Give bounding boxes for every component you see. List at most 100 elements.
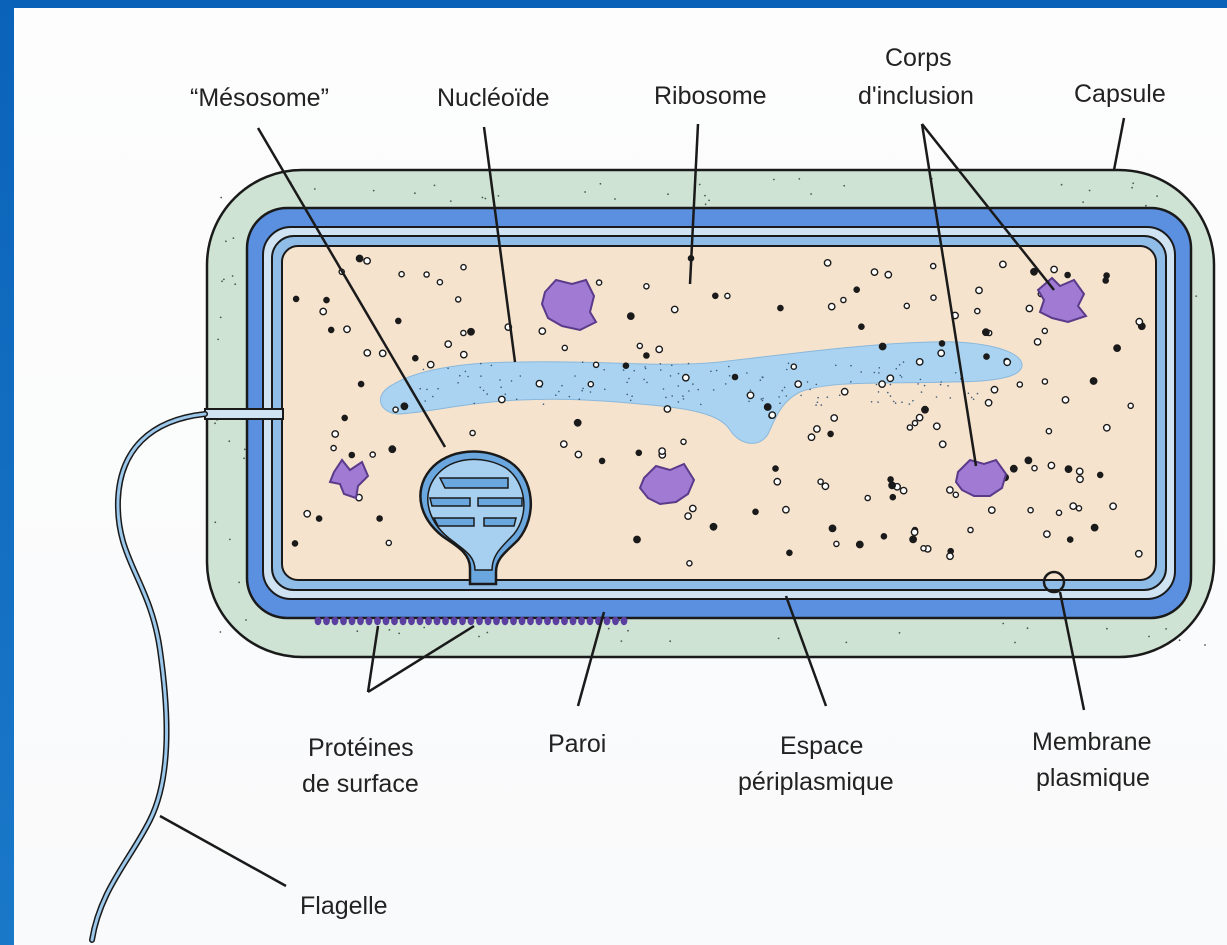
ribosome <box>683 375 689 381</box>
capsule-speckle <box>314 188 316 190</box>
ribosome <box>401 403 407 409</box>
nucleoid-speckle <box>786 395 788 397</box>
nucleoid-speckle <box>688 390 690 392</box>
ribosome <box>1065 272 1070 277</box>
ribosome <box>575 451 581 457</box>
ribosome <box>342 415 347 420</box>
ribosome <box>1004 359 1010 365</box>
capsule-speckle <box>423 627 425 629</box>
nucleoid-speckle <box>665 397 667 399</box>
label-corps-line1: Corps <box>885 44 952 72</box>
nucleoid-speckle <box>909 403 911 405</box>
capsule-speckle <box>669 640 671 642</box>
nucleoid-speckle <box>633 370 635 372</box>
ribosome <box>885 272 891 278</box>
nucleoid-speckle <box>465 371 467 373</box>
ribosome <box>636 450 641 455</box>
nucleoid-speckle <box>716 370 718 372</box>
ribosome <box>364 258 370 264</box>
label-nucleoide: Nucléoïde <box>437 84 550 112</box>
nucleoid-speckle <box>887 392 889 394</box>
capsule-speckle <box>398 633 400 635</box>
nucleoid-speckle <box>750 389 752 391</box>
surface-protein <box>323 617 330 625</box>
ribosome <box>1070 503 1076 509</box>
ribosome <box>445 341 451 347</box>
ribosome <box>829 525 835 531</box>
surface-protein <box>536 617 543 625</box>
nucleoid-speckle <box>817 397 819 399</box>
ribosome <box>747 392 753 398</box>
capsule-speckle <box>233 237 235 239</box>
nucleoid-speckle <box>729 375 731 377</box>
label-espace-line2: périplasmique <box>738 768 894 796</box>
ribosome <box>461 351 467 357</box>
nucleoid-speckle <box>878 372 880 374</box>
ribosome <box>773 466 778 471</box>
nucleoid-speckle <box>569 396 571 398</box>
surface-protein <box>400 617 407 625</box>
ribosome <box>659 448 665 454</box>
ribosome <box>818 479 823 484</box>
capsule-speckle <box>498 195 500 197</box>
nucleoid-speckle <box>555 394 557 396</box>
label-capsule: Capsule <box>1074 80 1166 108</box>
ribosome <box>685 513 691 519</box>
ribosome <box>1068 537 1073 542</box>
capsule-speckle <box>584 191 586 193</box>
nucleoid-speckle <box>692 383 694 385</box>
ribosome <box>349 452 354 457</box>
surface-protein <box>578 617 585 625</box>
nucleoid-speckle <box>778 396 780 398</box>
capsule-speckle <box>228 440 230 442</box>
ribosome <box>904 303 909 308</box>
capsule-speckle <box>608 628 610 630</box>
nucleoid-speckle <box>459 375 461 377</box>
nucleoid-speckle <box>520 375 522 377</box>
ribosome <box>947 487 953 493</box>
ribosome <box>983 329 989 335</box>
nucleoid-speckle <box>748 401 750 403</box>
ribosome <box>917 359 923 365</box>
ribosome <box>887 375 893 381</box>
ribosome <box>461 330 466 335</box>
ribosome <box>317 516 322 521</box>
ribosome <box>1110 503 1116 509</box>
capsule-speckle <box>708 200 710 202</box>
nucleoid-speckle <box>457 382 459 384</box>
ribosome <box>934 423 940 429</box>
nucleoid-speckle <box>543 403 545 405</box>
capsule-speckle <box>214 521 216 523</box>
ribosome <box>787 550 792 555</box>
nucleoid-speckle <box>786 369 788 371</box>
nucleoid-speckle <box>973 399 975 401</box>
ribosome <box>1025 457 1031 463</box>
ribosome <box>1065 466 1071 472</box>
nucleoid-speckle <box>505 394 507 396</box>
ribosome <box>1077 468 1083 474</box>
capsule-speckle <box>225 240 227 242</box>
ribosome <box>539 328 545 334</box>
nucleoid-speckle <box>483 390 485 392</box>
nucleoid-speckle <box>947 385 949 387</box>
capsule-speckle <box>614 198 616 200</box>
label-flagelle: Flagelle <box>300 892 388 920</box>
nucleoid-speckle <box>678 373 680 375</box>
ribosome <box>888 477 893 482</box>
nucleoid-speckle <box>893 401 895 403</box>
ribosome <box>890 495 895 500</box>
ribosome <box>831 415 837 421</box>
ribosome <box>294 296 299 301</box>
capsule-speckle <box>1195 295 1197 297</box>
ribosome <box>292 541 297 546</box>
capsule-speckle <box>485 198 487 200</box>
ribosome <box>1034 339 1040 345</box>
nucleoid-speckle <box>968 393 970 395</box>
surface-protein <box>417 617 424 625</box>
ribosome <box>499 396 505 402</box>
nucleoid-speckle <box>582 361 584 363</box>
surface-protein <box>340 617 347 625</box>
nucleoid-speckle <box>955 372 957 374</box>
surface-protein <box>374 617 381 625</box>
leader-capsule <box>1114 118 1124 170</box>
